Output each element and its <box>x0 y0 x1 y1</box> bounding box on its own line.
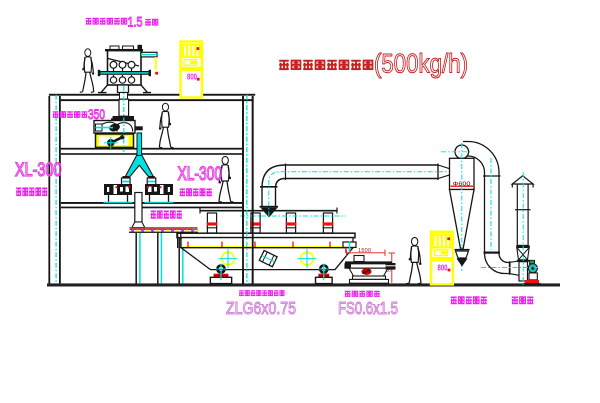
svg-text:800: 800 <box>187 72 197 82</box>
svg-text:350: 350 <box>88 106 105 122</box>
svg-text:XL-300: XL-300 <box>178 163 223 185</box>
svg-text:XL-300: XL-300 <box>15 160 62 181</box>
svg-text:ZLG6x0.75: ZLG6x0.75 <box>226 298 296 318</box>
svg-text:(500kg/h): (500kg/h) <box>374 49 468 79</box>
svg-text:1.5: 1.5 <box>128 14 143 30</box>
svg-text:Φ600: Φ600 <box>453 182 471 188</box>
svg-text:FS0.6x1.5: FS0.6x1.5 <box>338 298 398 318</box>
svg-text:1500: 1500 <box>358 248 371 254</box>
svg-text:800: 800 <box>438 263 448 273</box>
